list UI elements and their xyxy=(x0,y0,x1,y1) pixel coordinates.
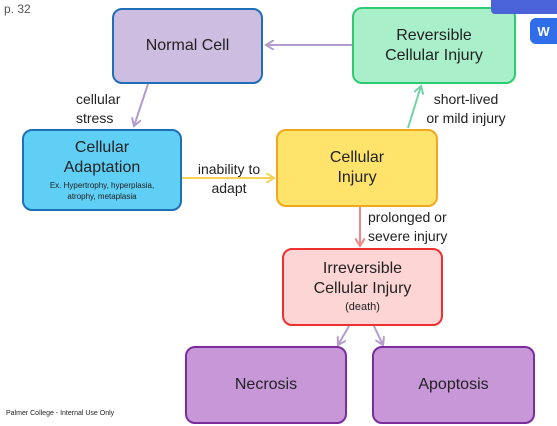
edge-label-cellular-stress: cellular stress xyxy=(76,91,121,126)
app-logo-icon[interactable]: W xyxy=(530,18,557,44)
node-necrosis: Necrosis xyxy=(185,346,347,424)
node-title: Cellular Adaptation xyxy=(63,139,141,177)
page-number: p. 32 xyxy=(4,2,31,16)
arrow-normal-to-adaptation xyxy=(134,83,149,126)
edge-label-short-lived: short-lived or mild injury xyxy=(426,91,506,126)
node-subtitle: Ex. Hypertrophy, hyperplasia, atrophy, m… xyxy=(49,181,155,201)
arrow-irreversible-to-apoptosis xyxy=(373,325,383,345)
node-cellular-adaptation: Cellular Adaptation Ex. Hypertrophy, hyp… xyxy=(22,129,182,211)
edge-label-prolonged: prolonged or severe injury xyxy=(368,209,448,244)
node-title: Cellular Injury xyxy=(329,149,385,186)
node-title: Necrosis xyxy=(234,376,298,393)
node-cellular-injury: Cellular Injury xyxy=(276,129,438,207)
footer-text: Palmer College - Internal Use Only xyxy=(6,410,115,417)
node-reversible-injury: Reversible Cellular Injury xyxy=(352,7,516,84)
node-apoptosis: Apoptosis xyxy=(372,346,535,424)
node-subtitle: (death) xyxy=(345,301,380,314)
overlay-toolbar[interactable] xyxy=(491,0,557,14)
node-title: Apoptosis xyxy=(418,376,489,393)
node-title: Irreversible Cellular Injury xyxy=(313,260,412,298)
node-normal-cell: Normal Cell xyxy=(112,8,263,84)
arrow-injury-to-reversible xyxy=(407,86,421,129)
arrow-irreversible-to-necrosis xyxy=(338,325,350,345)
edge-label-inability-to-adapt: inability to adapt xyxy=(197,161,261,196)
node-title: Reversible Cellular Injury xyxy=(385,26,483,64)
node-title: Normal Cell xyxy=(145,37,230,54)
node-irreversible-injury: Irreversible Cellular Injury (death) xyxy=(282,248,443,326)
